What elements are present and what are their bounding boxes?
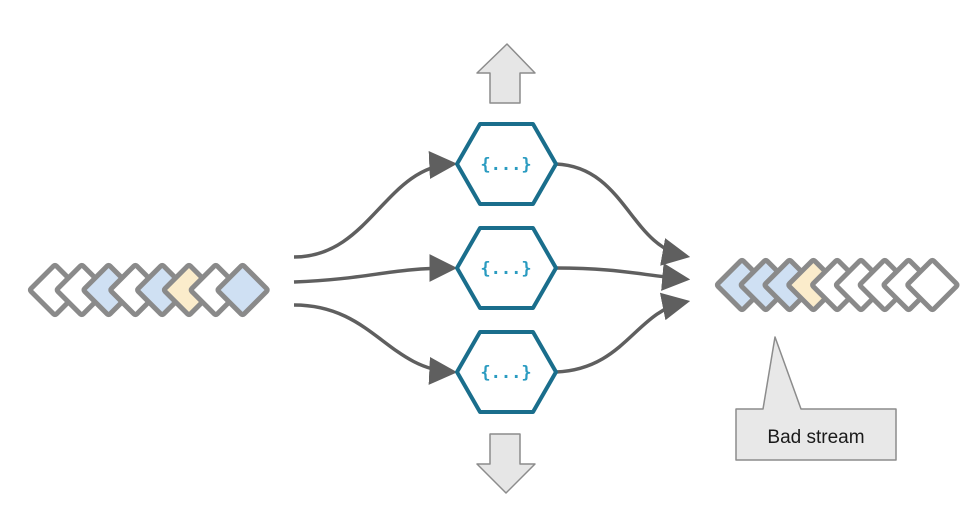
arrow-up-icon bbox=[476, 43, 536, 104]
worker-node-top: {...} bbox=[455, 122, 558, 206]
worker-label: {...} bbox=[480, 155, 531, 175]
worker-label: {...} bbox=[480, 259, 531, 279]
split-arrow-top bbox=[293, 151, 458, 259]
arrow-down-icon bbox=[476, 433, 536, 494]
output-stream bbox=[714, 257, 960, 313]
worker-node-middle: {...} bbox=[455, 226, 558, 310]
split-arrow-bottom bbox=[293, 303, 458, 385]
stream-card-white bbox=[905, 257, 960, 313]
bad-stream-callout: Bad stream bbox=[735, 336, 897, 461]
split-arrow-middle bbox=[293, 254, 458, 284]
merge-arrow-top bbox=[555, 162, 691, 266]
merge-arrow-bottom bbox=[555, 292, 691, 374]
worker-label: {...} bbox=[480, 363, 531, 383]
worker-node-bottom: {...} bbox=[455, 330, 558, 414]
stream-card-blue bbox=[215, 262, 270, 318]
merge-arrow-middle bbox=[555, 263, 691, 291]
callout-label: Bad stream bbox=[767, 427, 864, 448]
input-stream bbox=[27, 262, 270, 318]
